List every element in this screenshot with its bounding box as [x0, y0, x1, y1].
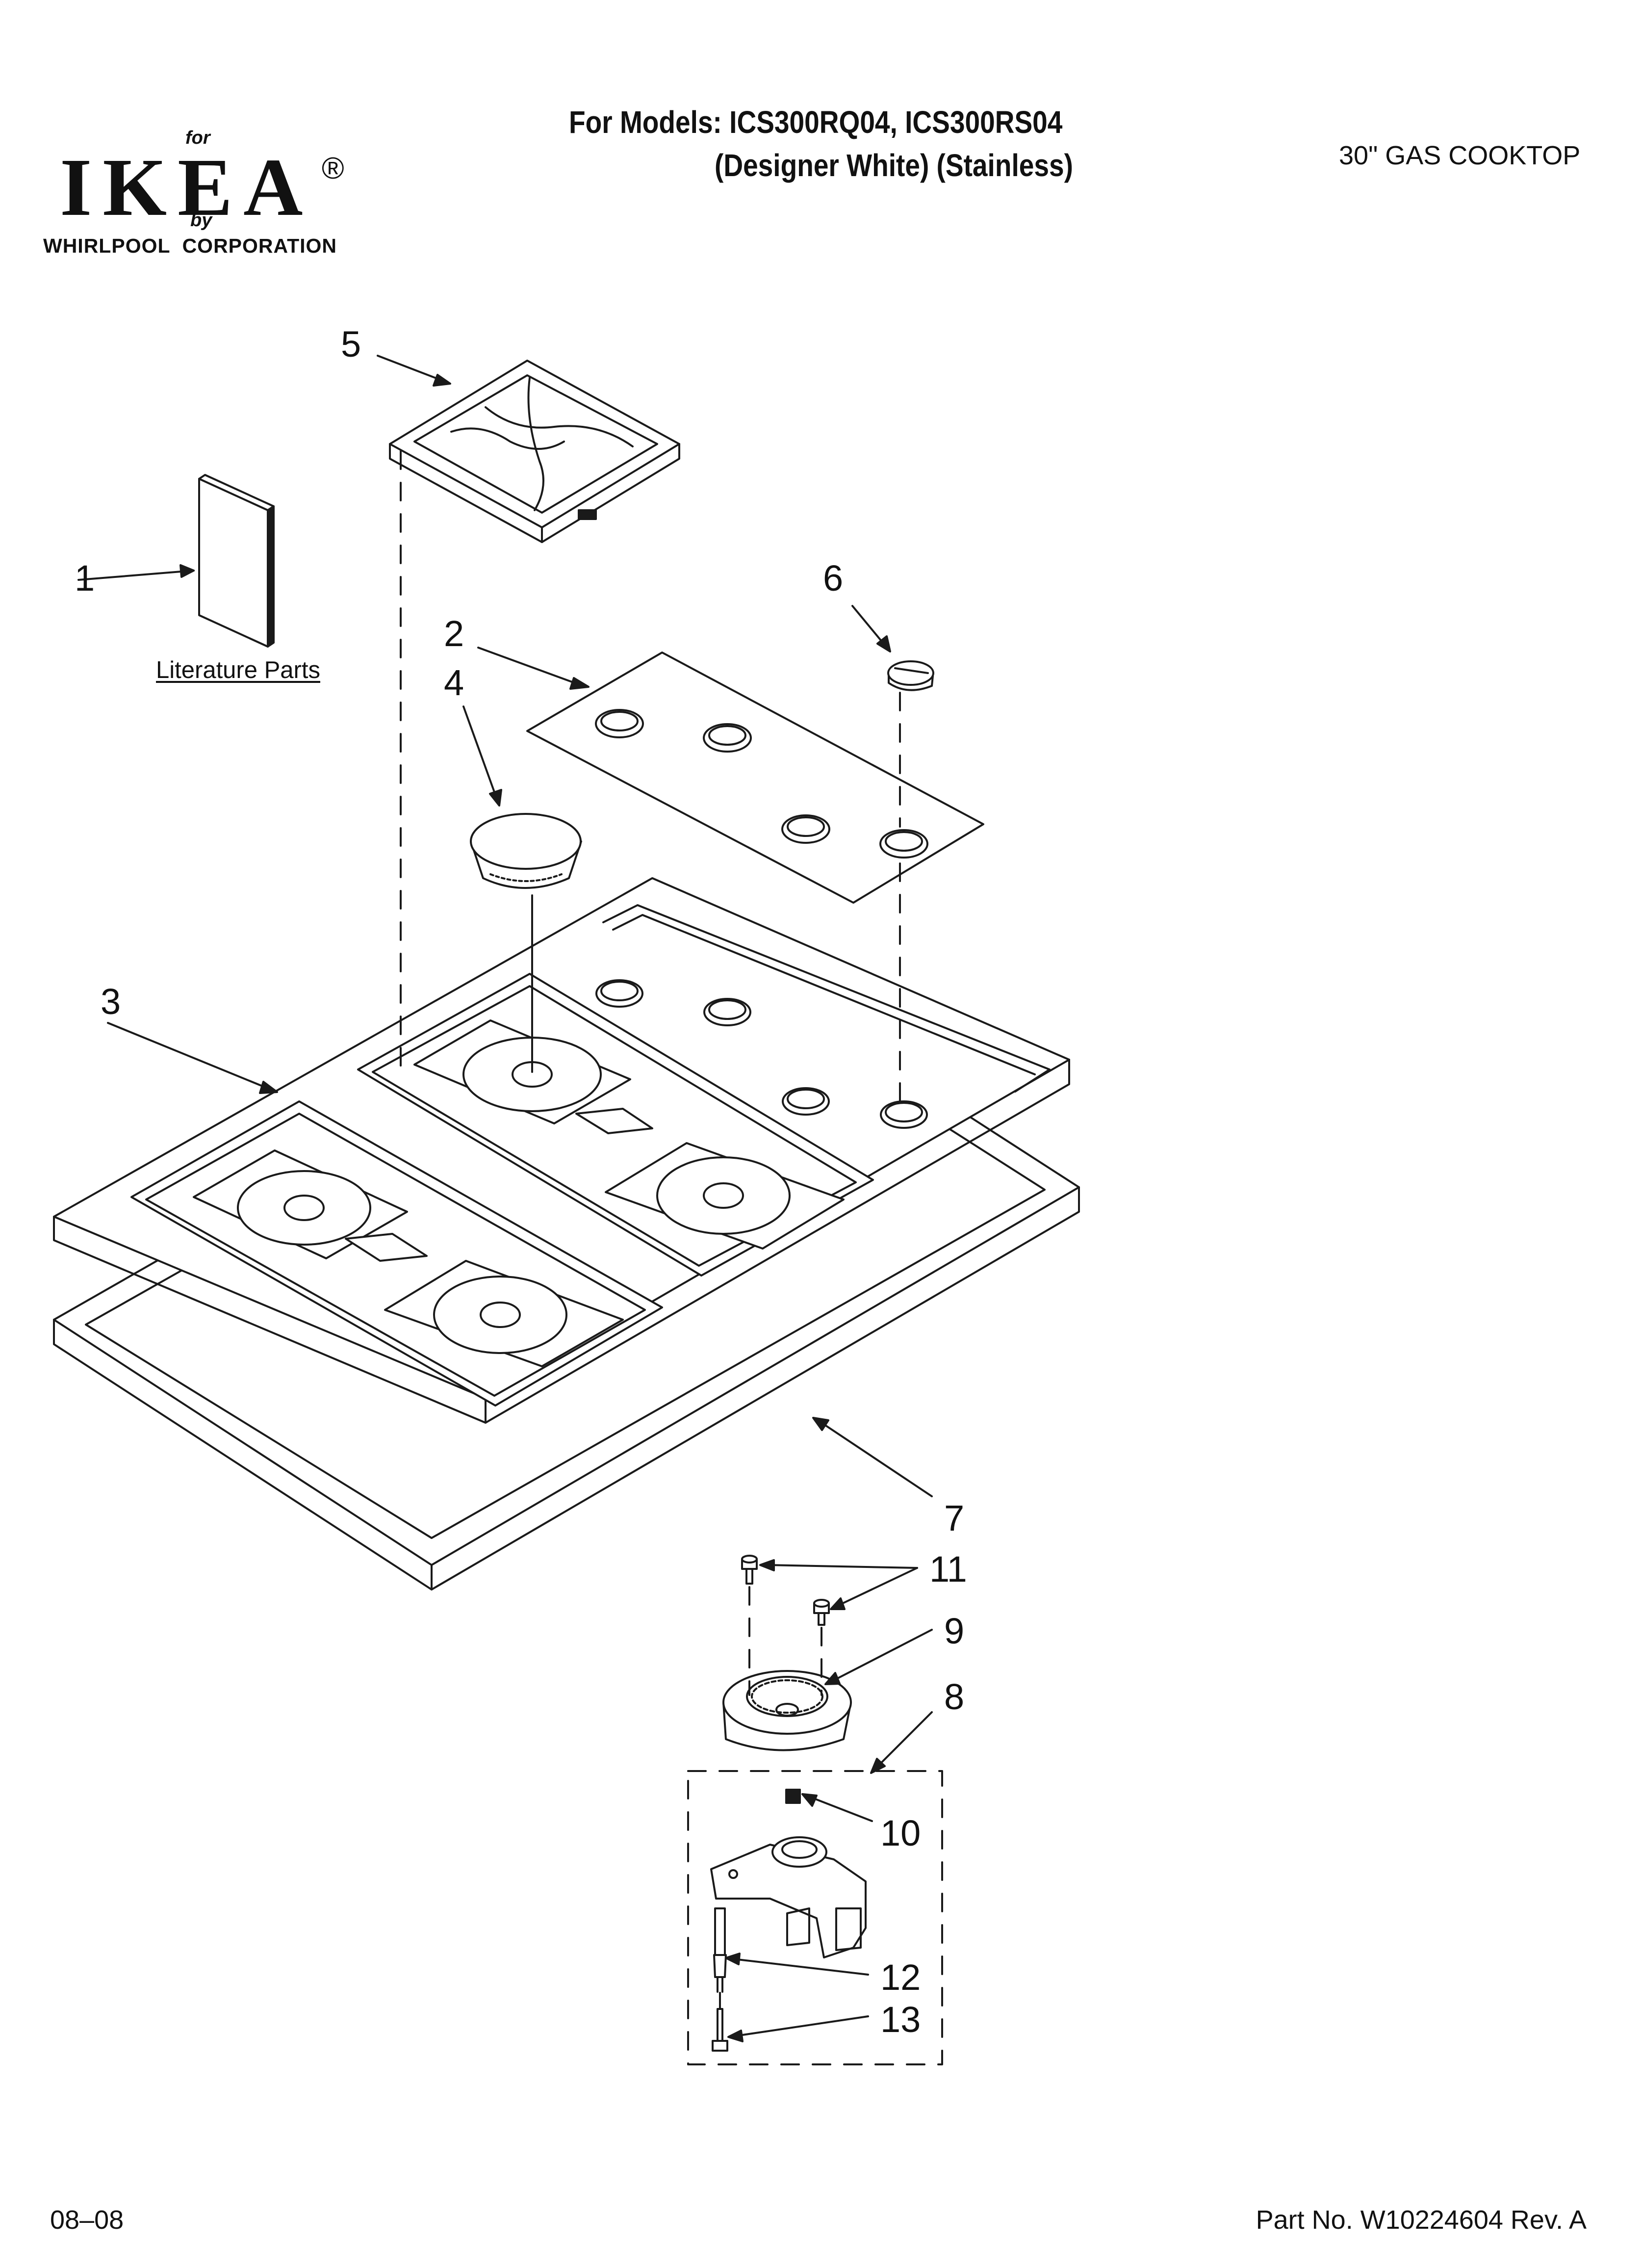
control-knob-icon	[887, 660, 934, 691]
burner-assembly-group-icon	[687, 1770, 943, 2065]
callout-5: 5	[341, 324, 361, 365]
callout-10: 10	[880, 1813, 921, 1853]
literature-booklet-icon	[198, 474, 275, 648]
burner-cap-icon	[470, 813, 582, 889]
callout-3: 3	[101, 981, 121, 1022]
callout-11: 11	[929, 1549, 967, 1590]
control-panel-plate-icon	[526, 652, 984, 904]
callout-6: 6	[823, 558, 844, 599]
logo-corporation: WHIRLPOOL CORPORATION	[43, 235, 337, 257]
callout-1: 1	[75, 558, 95, 599]
logo-for-text: for	[185, 128, 210, 148]
cooktop-main-top-icon	[53, 877, 1070, 1424]
burner-grate-icon	[389, 360, 680, 543]
callout-12: 12	[880, 1957, 921, 1998]
footer-date-code: 08–08	[50, 2205, 124, 2235]
product-type: 30" GAS COOKTOP	[1339, 141, 1581, 170]
logo-brand: IKEA	[60, 142, 314, 233]
igniter-electrode-icon	[713, 1907, 727, 1993]
models-variants: (Designer White) (Stainless)	[715, 148, 1073, 183]
models-title: For Models: ICS300RQ04, ICS300RS04	[569, 104, 1063, 140]
mounting-screw-icon	[712, 2008, 728, 2052]
screw-icon	[741, 1555, 830, 1626]
orifice-icon	[785, 1789, 801, 1804]
logo-by-text: by	[190, 210, 212, 231]
footer-part-number: Part No. W10224604 Rev. A	[1256, 2205, 1587, 2235]
callout-13: 13	[880, 1999, 921, 2040]
callout-4: 4	[444, 662, 464, 703]
assembly-dashed-lines	[400, 450, 901, 2010]
logo-registered-mark: ®	[322, 152, 344, 185]
callout-leader-lines	[77, 355, 933, 2042]
callout-2: 2	[444, 613, 464, 654]
callout-9: 9	[944, 1611, 965, 1651]
burner-base-icon	[722, 1670, 852, 1751]
burner-valve-body-icon	[710, 1836, 867, 1958]
callout-7: 7	[944, 1498, 965, 1538]
callout-8: 8	[944, 1676, 965, 1717]
literature-parts-label: Literature Parts	[156, 657, 320, 683]
